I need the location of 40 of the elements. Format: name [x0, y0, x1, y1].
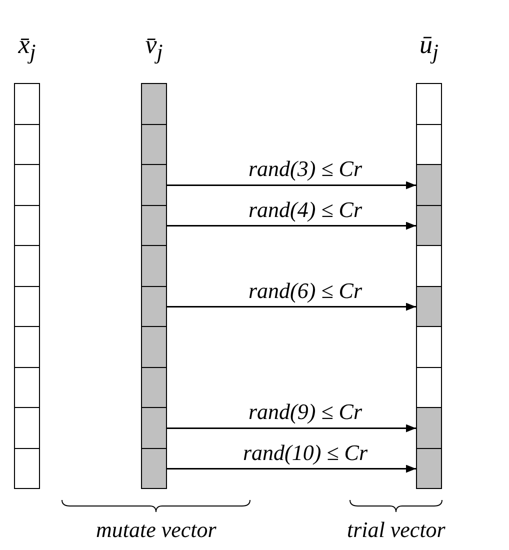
vector-cell	[14, 164, 40, 206]
vector-symbol: x̄$_{j}$	[17, 30, 37, 66]
arrow	[167, 424, 416, 432]
vector-cell	[141, 124, 167, 165]
vector-cell	[14, 448, 40, 489]
vector-cell	[141, 326, 167, 368]
vector-cell	[416, 245, 442, 286]
vector-cell	[416, 448, 442, 489]
arrow	[167, 302, 416, 311]
vector-cell	[416, 164, 442, 206]
vector-symbol: v̄$_{j}$	[144, 30, 164, 66]
vector-cell	[416, 83, 442, 124]
vector-cell	[141, 407, 167, 448]
arrow	[167, 181, 416, 190]
arrow	[167, 222, 416, 230]
vector-cell	[141, 448, 167, 489]
vector-cell	[141, 366, 167, 408]
vector-cell	[416, 326, 442, 368]
vector-cell	[141, 204, 167, 246]
vector-cell	[141, 245, 167, 286]
vector-cell	[416, 286, 442, 327]
vector-cell	[14, 124, 40, 165]
brace-label: mutate vector	[96, 518, 216, 542]
vector-cell	[14, 407, 40, 448]
arrow	[167, 464, 416, 473]
vector-cell	[416, 204, 442, 246]
vector-cell	[14, 366, 40, 408]
vector-symbol: ū$_{j}$	[418, 30, 440, 66]
vector-cell	[416, 366, 442, 408]
vector-cell	[14, 204, 40, 246]
vector-cell	[416, 407, 442, 448]
vector-cell	[141, 83, 167, 124]
vector-cell	[14, 326, 40, 368]
vector-cell	[14, 286, 40, 327]
vector-cell	[14, 83, 40, 124]
brace-label: trial vector	[347, 518, 446, 542]
vector-cell	[141, 164, 167, 206]
vector-cell	[416, 124, 442, 165]
vector-cell	[141, 286, 167, 327]
vector-cell	[14, 245, 40, 286]
